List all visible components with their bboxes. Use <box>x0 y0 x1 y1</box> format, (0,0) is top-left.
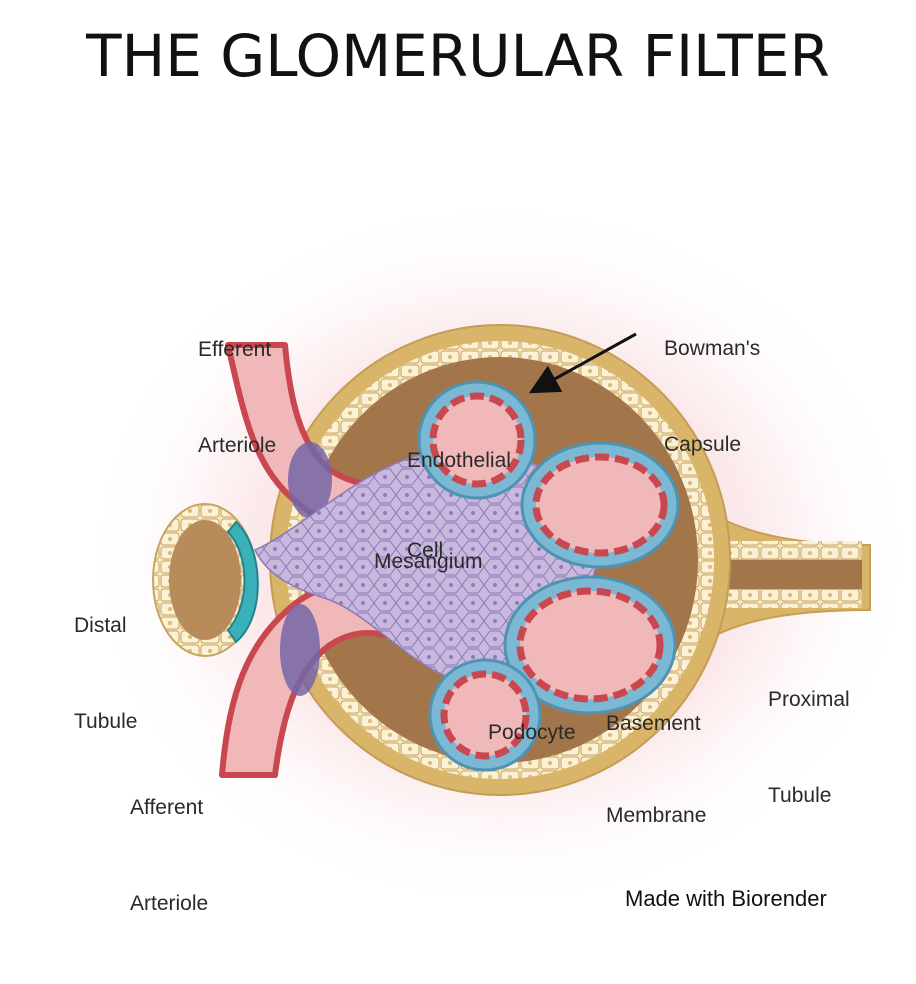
label-afferent-line2: Arteriole <box>130 892 209 915</box>
label-distal-line2: Tubule <box>74 710 138 733</box>
macula-densa-cells <box>226 520 259 644</box>
jg-cells-upper <box>288 442 332 518</box>
label-basement-line1: Basement <box>606 712 701 735</box>
label-afferent-line1: Afferent <box>130 796 204 819</box>
proximal-tubule-cells-top <box>722 541 862 559</box>
capillary-loop-right-bottom <box>516 587 664 703</box>
glomerulus-illustration <box>80 195 916 915</box>
page-title: THE GLOMERULAR FILTER <box>86 22 830 90</box>
proximal-tubule-lumen <box>722 560 862 589</box>
label-efferent-arteriole: Efferent Arteriole <box>198 270 276 526</box>
label-mesangium: Mesangium <box>374 550 483 573</box>
label-distal-line1: Distal <box>74 614 127 637</box>
label-efferent-line1: Efferent <box>198 338 272 361</box>
label-bowmans-capsule: Bowman's Capsule <box>664 269 760 525</box>
label-endo-line2: Cell <box>407 539 444 562</box>
label-basement-line2: Membrane <box>606 804 707 827</box>
bowmans-capsule-arrow <box>528 332 637 394</box>
proximal-tubule-cells-bottom <box>722 590 862 608</box>
label-bowman-line2: Capsule <box>664 433 742 456</box>
label-afferent-arteriole: Afferent Arteriole <box>130 728 208 984</box>
label-podocyte: Podocyte <box>488 721 576 744</box>
label-proximal-tubule: Proximal Tubule <box>768 620 850 876</box>
label-proximal-line1: Proximal <box>768 688 850 711</box>
label-distal-tubule: Distal Tubule <box>74 546 137 802</box>
capillary-loop-bottom <box>440 670 530 760</box>
credit-text: Made with Biorender <box>625 886 827 911</box>
jg-cells-lower <box>280 604 320 696</box>
capillary-loop-right-top <box>532 453 668 557</box>
diagram-stage: THE GLOMERULAR FILTER Efferent Arteriole… <box>74 22 916 915</box>
label-bowman-line1: Bowman's <box>664 337 761 360</box>
label-efferent-line2: Arteriole <box>198 434 277 457</box>
label-basement-membrane: Basement Membrane <box>606 644 706 896</box>
label-endo-line1: Endothelial <box>407 449 511 472</box>
capillary-loop-top <box>429 392 525 488</box>
label-endothelial-cell: Endothelial Cell <box>407 381 511 631</box>
label-proximal-line2: Tubule <box>768 784 832 807</box>
distal-tubule-lumen <box>169 520 241 640</box>
